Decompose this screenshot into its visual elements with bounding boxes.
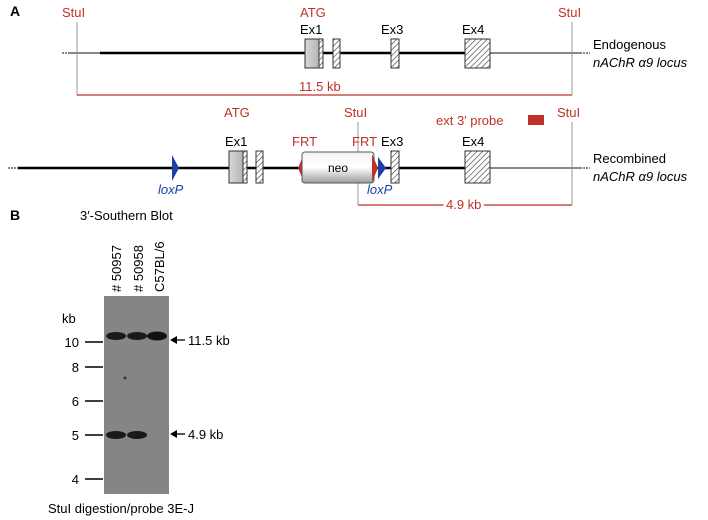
panel-b-label: B: [10, 207, 20, 223]
ex4-label: Ex4: [462, 22, 484, 37]
rec-exon2-box: [255, 150, 264, 184]
blot-shade: [104, 296, 169, 494]
stul-right-label: StuI: [558, 5, 581, 20]
recombined-name-1: Recombined: [593, 151, 666, 166]
rec-ex3-label: Ex3: [381, 134, 403, 149]
southern-blot: [104, 296, 169, 494]
loxp-left-label: loxP: [158, 182, 184, 197]
blot-title: 3′-Southern Blot: [80, 208, 173, 223]
rec-exon3-box: [390, 150, 400, 184]
recombined-name-2: nAChR α9 locus: [593, 169, 688, 184]
arrow-lower-icon: [170, 430, 177, 438]
rec-ex1-label: Ex1: [225, 134, 247, 149]
ladder-label-6: 6: [72, 394, 79, 409]
ladder-label-8: 8: [72, 360, 79, 375]
ex3-label: Ex3: [381, 22, 403, 37]
loxp-right-icon: [378, 157, 386, 179]
rec-stul-mid-label: StuI: [344, 105, 367, 120]
ex1-label: Ex1: [300, 22, 322, 37]
ladder-label-5: 5: [72, 428, 79, 443]
panel-a-label: A: [10, 3, 20, 19]
blot-membrane: [104, 296, 169, 494]
size-label-4-9: 4.9 kb: [446, 197, 481, 212]
arrow-upper-icon: [170, 336, 177, 344]
ladder-label-4: 4: [72, 472, 79, 487]
loxp-left-icon: [172, 155, 179, 181]
rec-exon4-box: [464, 150, 491, 184]
band-upper-label: 11.5 kb: [188, 333, 230, 348]
probe-label: ext 3′ probe: [436, 113, 503, 128]
stul-left-label: StuI: [62, 5, 85, 20]
lane-label-3: C57BL/6: [152, 241, 167, 292]
ladder-unit: kb: [62, 311, 76, 326]
rec-atg-label: ATG: [224, 105, 250, 120]
blot-speck: [123, 376, 127, 380]
atg-label: ATG: [300, 5, 326, 20]
band-lower-label: 4.9 kb: [188, 427, 223, 442]
endogenous-name-2: nAChR α9 locus: [593, 55, 688, 70]
exon4-box: [464, 38, 491, 69]
frt-right-icon: [372, 154, 378, 182]
ladder-marks: 10 8 6 5 4: [65, 335, 103, 487]
exon3-box: [390, 38, 400, 69]
endogenous-name-1: Endogenous: [593, 37, 667, 52]
exon2-box: [332, 38, 341, 69]
band-upper-lane3: [147, 331, 167, 341]
endogenous-locus: StuI ATG StuI Ex1 Ex3 Ex4 Endogenous nAC…: [62, 5, 688, 96]
rec-exon1-coding: [242, 150, 248, 184]
rec-ex4-label: Ex4: [462, 134, 484, 149]
neo-label: neo: [328, 161, 348, 175]
lane-label-1: # 50957: [109, 245, 124, 292]
band-lower-lane1: [106, 431, 126, 439]
frt-right-label: FRT: [352, 134, 377, 149]
ladder-label-10: 10: [65, 335, 79, 350]
exon1-box: [304, 38, 320, 69]
exon1-coding: [318, 38, 324, 69]
lane-label-2: # 50958: [131, 245, 146, 292]
probe-box: [528, 115, 544, 125]
rec-exon1-box: [228, 150, 244, 184]
rec-stul-right-label: StuI: [557, 105, 580, 120]
loxp-right-label: loxP: [367, 182, 393, 197]
frt-left-label: FRT: [292, 134, 317, 149]
band-upper-lane1: [106, 332, 126, 340]
size-label-11-5: 11.5 kb: [299, 79, 341, 94]
band-upper-lane2: [127, 332, 147, 340]
band-lower-lane2: [127, 431, 147, 439]
recombined-locus: ATG StuI ext 3′ probe StuI loxP Ex1 FRT …: [8, 105, 688, 215]
blot-caption: StuI digestion/probe 3E-J: [48, 501, 194, 516]
band-annotations: 11.5 kb 4.9 kb: [170, 333, 230, 442]
